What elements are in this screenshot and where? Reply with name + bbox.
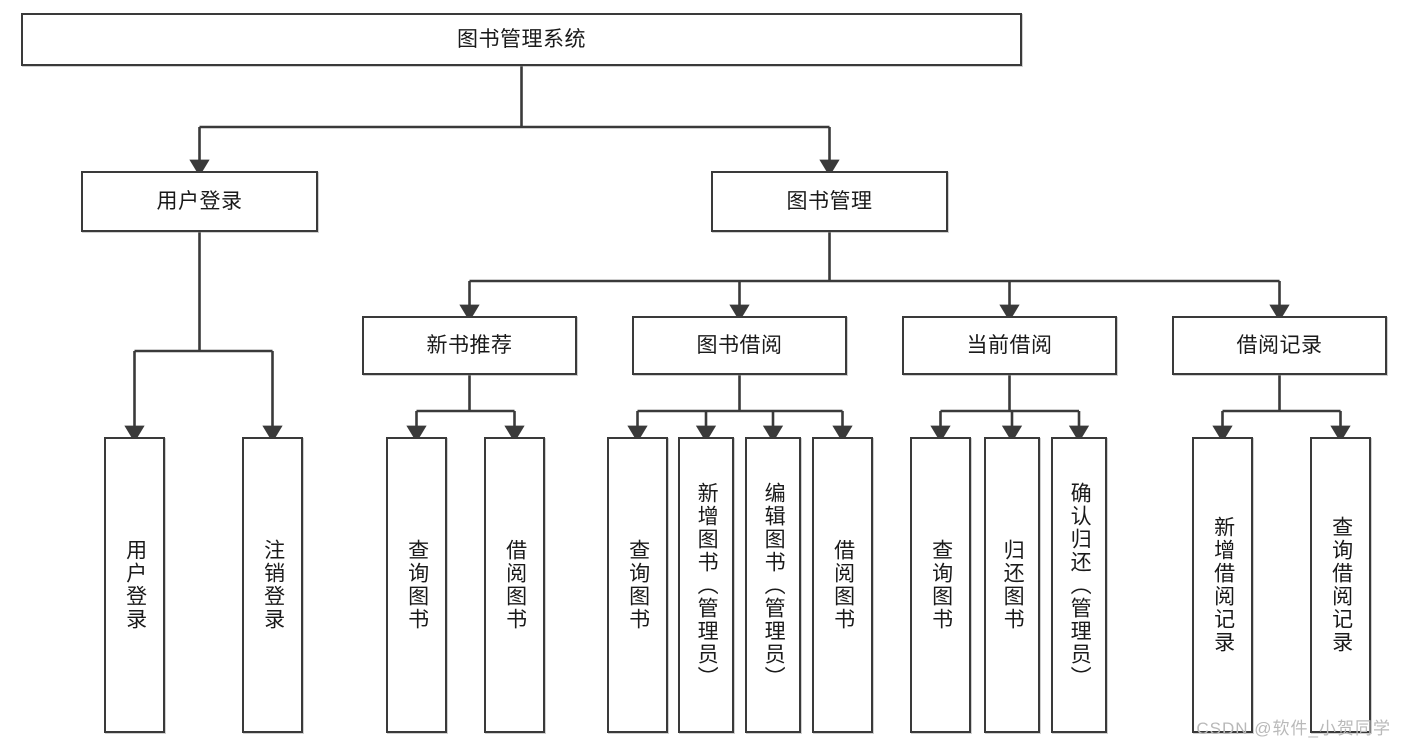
node-book-borrow-label: 图书借阅 bbox=[696, 333, 783, 357]
node-leaf-borrow-book-rec[interactable]: 借阅图书 bbox=[484, 437, 545, 733]
node-leaf-add-record-br[interactable]: 新增借阅记录 bbox=[1192, 437, 1253, 733]
node-leaf-user-login[interactable]: 用户登录 bbox=[104, 437, 165, 733]
node-leaf-borrow-book-bb-label: 借阅图书 bbox=[831, 539, 855, 631]
node-leaf-edit-book-bb[interactable]: 编辑图书（管理员） bbox=[745, 437, 801, 733]
node-leaf-borrow-book-bb[interactable]: 借阅图书 bbox=[812, 437, 873, 733]
node-leaf-query-book-cb[interactable]: 查询图书 bbox=[910, 437, 971, 733]
node-new-book-rec-label: 新书推荐 bbox=[426, 333, 513, 357]
node-root[interactable]: 图书管理系统 bbox=[21, 13, 1022, 66]
node-leaf-add-book-bb-label: 新增图书（管理员） bbox=[695, 481, 719, 689]
node-leaf-query-book-bb-label: 查询图书 bbox=[626, 539, 650, 631]
node-borrow-record[interactable]: 借阅记录 bbox=[1172, 316, 1387, 375]
node-book-manage[interactable]: 图书管理 bbox=[711, 171, 948, 232]
node-new-book-rec[interactable]: 新书推荐 bbox=[362, 316, 577, 375]
node-leaf-add-record-br-label: 新增借阅记录 bbox=[1211, 516, 1235, 654]
node-leaf-query-book-bb[interactable]: 查询图书 bbox=[607, 437, 668, 733]
node-leaf-confirm-return-cb[interactable]: 确认归还（管理员） bbox=[1051, 437, 1107, 733]
node-leaf-user-login-label: 用户登录 bbox=[123, 539, 147, 631]
node-book-manage-label: 图书管理 bbox=[786, 189, 873, 213]
node-leaf-return-book-cb-label: 归还图书 bbox=[1001, 539, 1025, 631]
node-leaf-logout-label: 注销登录 bbox=[261, 539, 285, 631]
node-leaf-confirm-return-cb-label: 确认归还（管理员） bbox=[1068, 481, 1092, 689]
node-leaf-edit-book-bb-label: 编辑图书（管理员） bbox=[762, 481, 786, 689]
node-leaf-logout[interactable]: 注销登录 bbox=[242, 437, 303, 733]
node-book-borrow[interactable]: 图书借阅 bbox=[632, 316, 847, 375]
node-current-borrow[interactable]: 当前借阅 bbox=[902, 316, 1117, 375]
node-leaf-borrow-book-rec-label: 借阅图书 bbox=[503, 539, 527, 631]
node-leaf-add-book-bb[interactable]: 新增图书（管理员） bbox=[678, 437, 734, 733]
node-leaf-query-record-br-label: 查询借阅记录 bbox=[1329, 516, 1353, 654]
node-user-login[interactable]: 用户登录 bbox=[81, 171, 318, 232]
node-leaf-query-book-rec-label: 查询图书 bbox=[405, 539, 429, 631]
node-current-borrow-label: 当前借阅 bbox=[966, 333, 1053, 357]
node-leaf-return-book-cb[interactable]: 归还图书 bbox=[984, 437, 1040, 733]
node-leaf-query-book-rec[interactable]: 查询图书 bbox=[386, 437, 447, 733]
node-root-label: 图书管理系统 bbox=[457, 27, 586, 51]
node-leaf-query-record-br[interactable]: 查询借阅记录 bbox=[1310, 437, 1371, 733]
node-leaf-query-book-cb-label: 查询图书 bbox=[929, 539, 953, 631]
node-borrow-record-label: 借阅记录 bbox=[1236, 333, 1323, 357]
node-user-login-label: 用户登录 bbox=[156, 189, 243, 213]
